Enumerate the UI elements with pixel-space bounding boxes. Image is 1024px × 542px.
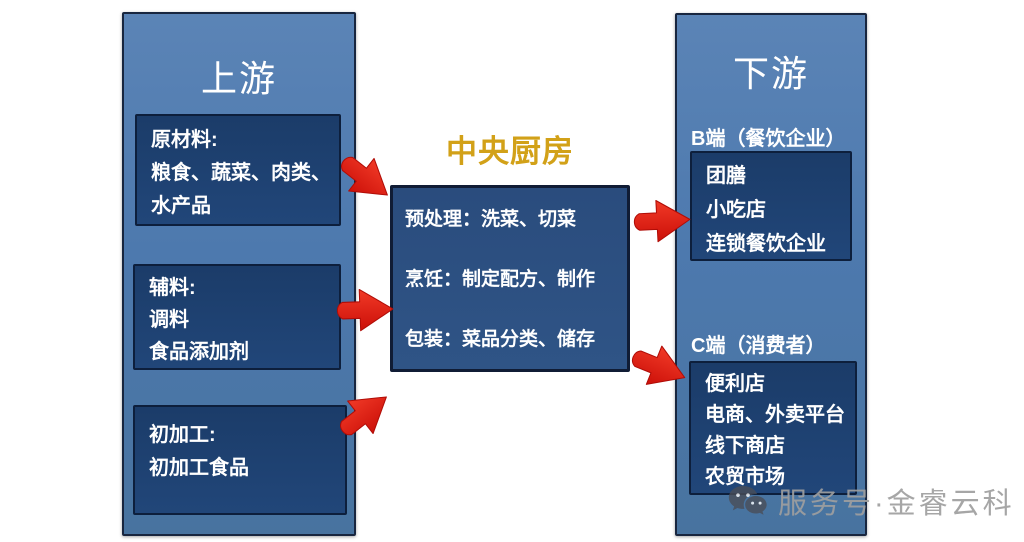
downstream-title: 下游	[732, 53, 809, 94]
box-line: 食品添加剂	[149, 341, 249, 363]
raw-materials-box: 原材料: 粮食、蔬菜、肉类、 水产品	[135, 114, 341, 226]
c-side-box: 便利店 电商、外卖平台 线下商店 农贸市场	[689, 361, 857, 495]
box-line: 初加工食品	[149, 457, 249, 479]
auxiliary-materials-box: 辅料: 调料 食品添加剂	[133, 264, 341, 370]
arrow-auxiliary-to-kitchen-icon	[328, 285, 396, 335]
box-line: 连锁餐饮企业	[706, 233, 826, 255]
box-line: 线下商店	[705, 435, 785, 457]
central-kitchen-box: 预处理：洗菜、切菜 烹饪：制定配方、制作 包装：菜品分类、储存	[390, 185, 630, 372]
upstream-column: 上游 原材料: 粮食、蔬菜、肉类、 水产品 辅料: 调料 食品添加剂 初加工: …	[122, 12, 356, 536]
box-line: 原材料:	[151, 129, 218, 151]
watermark-text: 服务号·金睿云科	[778, 488, 1015, 520]
downstream-column: 下游 B端（餐饮企业） 团膳 小吃店 连锁餐饮企业 C端（消费者） 便利店 电商…	[675, 13, 867, 536]
wechat-icon	[728, 486, 767, 515]
box-line: 农贸市场	[705, 466, 785, 488]
c-side-label: C端（消费者）	[691, 335, 826, 357]
box-line: 调料	[149, 309, 189, 331]
process-line: 烹饪：制定配方、制作	[405, 269, 596, 290]
central-kitchen-title: 中央厨房	[446, 134, 574, 169]
watermark: 服务号·金睿云科	[728, 480, 1015, 522]
box-line: 小吃店	[706, 199, 766, 221]
upstream-title: 上游	[200, 58, 277, 99]
b-side-label: B端（餐饮企业）	[691, 128, 846, 150]
primary-processing-box: 初加工: 初加工食品	[133, 405, 347, 515]
process-line: 预处理：洗菜、切菜	[405, 209, 577, 230]
box-line: 初加工:	[149, 424, 216, 446]
process-line: 包装：菜品分类、储存	[405, 329, 596, 350]
box-line: 团膳	[706, 165, 746, 187]
arrow-kitchen-to-bside-icon	[625, 195, 693, 246]
b-side-box: 团膳 小吃店 连锁餐饮企业	[690, 151, 852, 261]
box-line: 粮食、蔬菜、肉类、	[151, 162, 331, 184]
box-line: 电商、外卖平台	[705, 404, 845, 426]
box-line: 便利店	[705, 373, 765, 395]
box-line: 辅料:	[149, 277, 196, 299]
box-line: 水产品	[151, 195, 211, 217]
